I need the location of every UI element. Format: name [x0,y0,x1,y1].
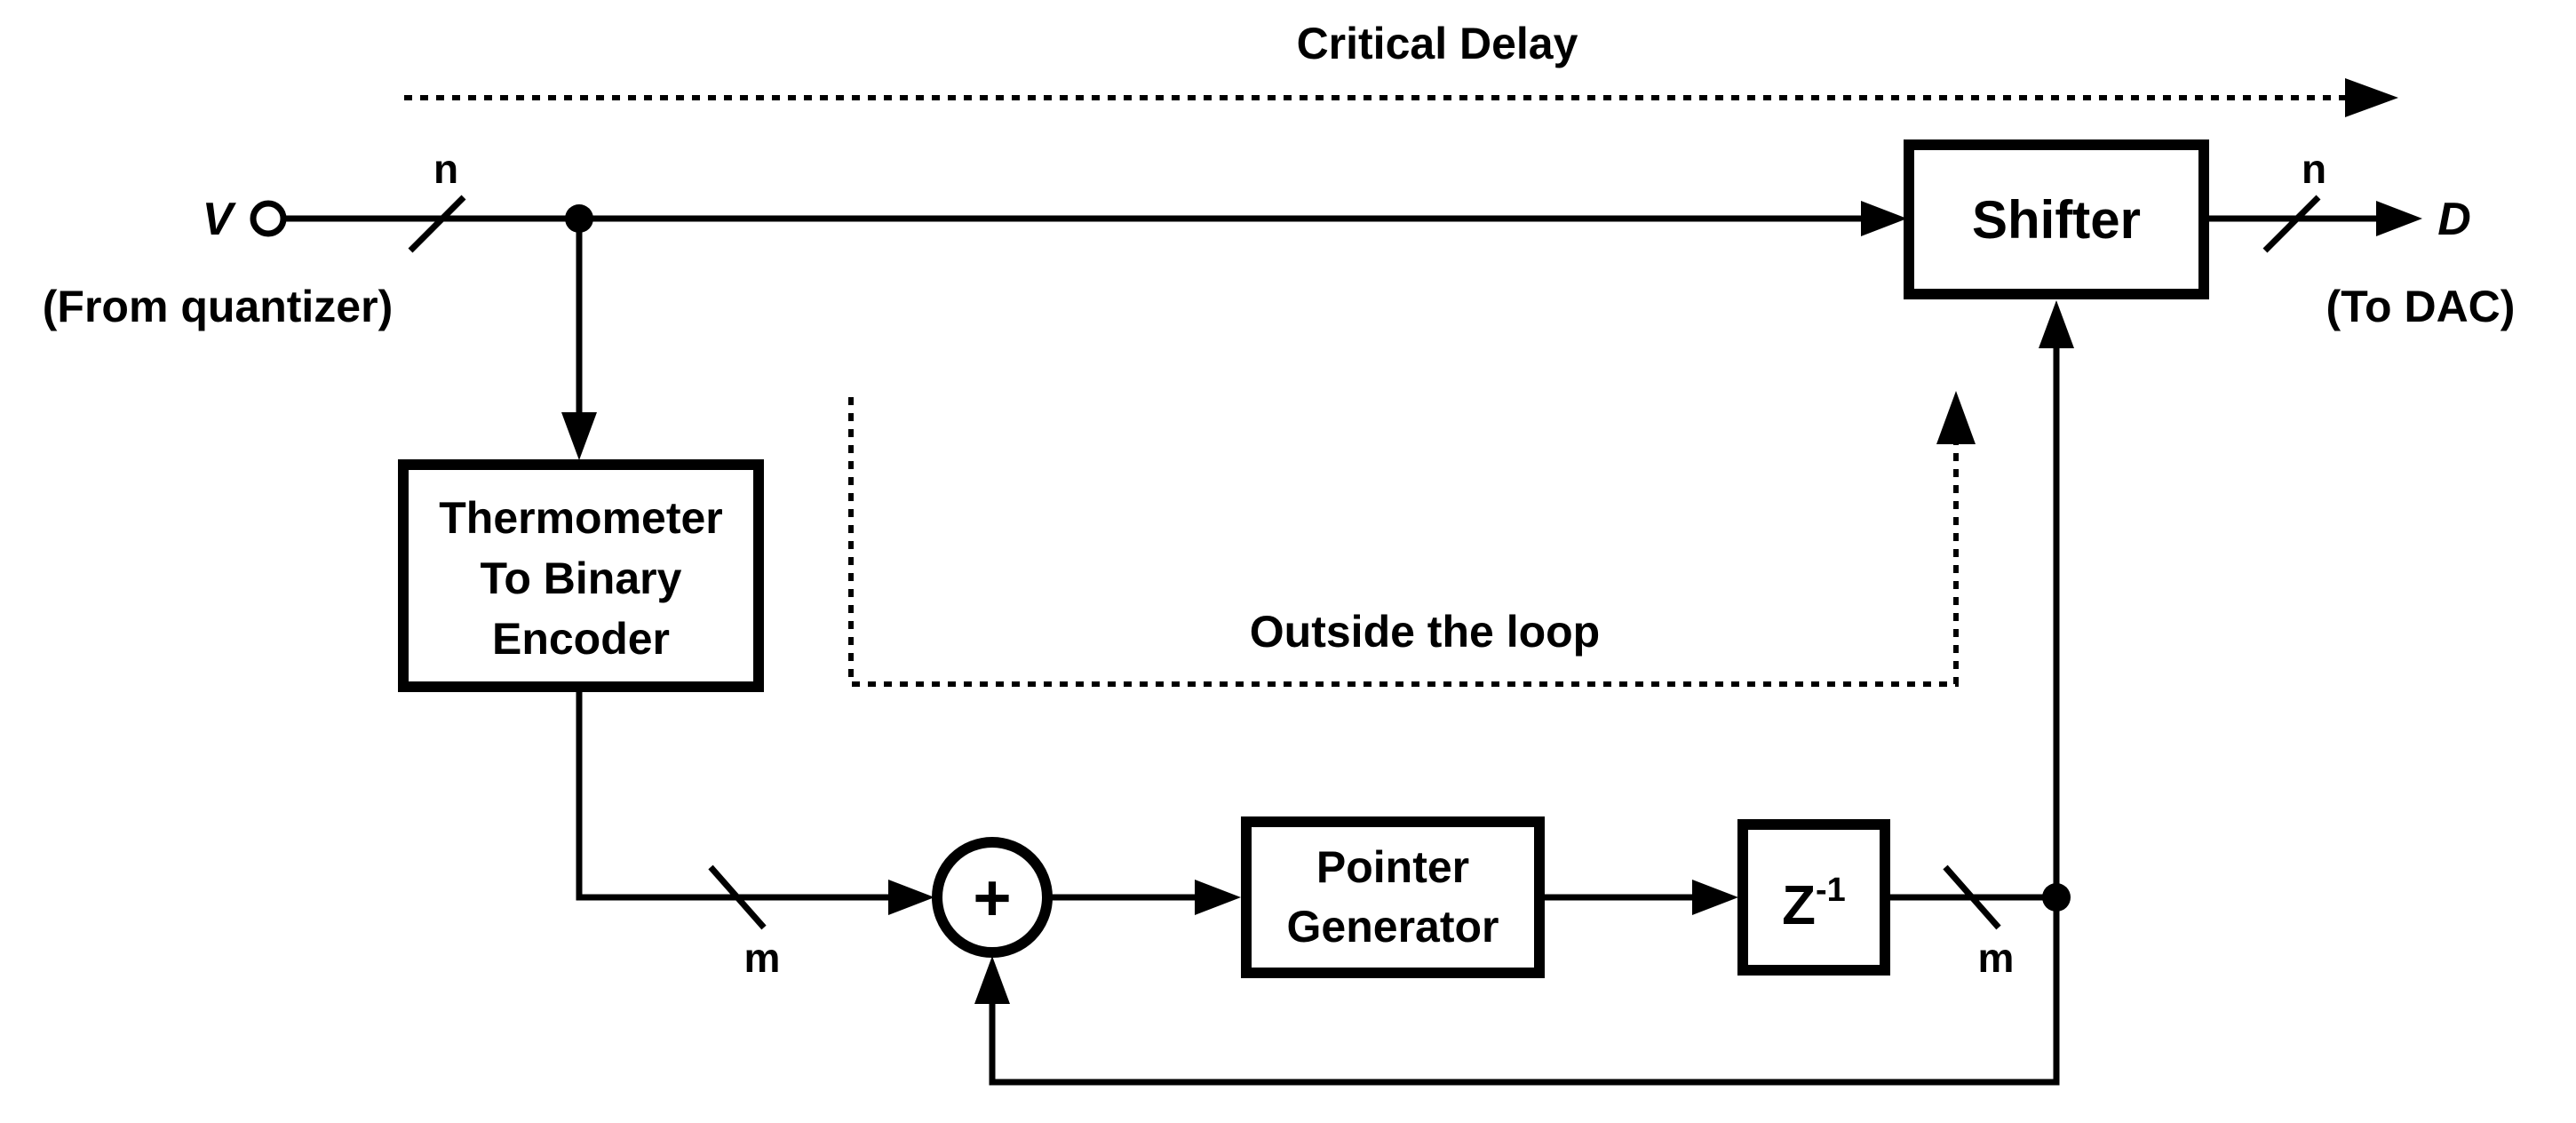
adder-feedback-arrowhead [974,956,1010,1004]
outside-loop-dotted-path [848,397,1959,687]
adder-input-arrowhead [888,880,934,915]
input-bus-width-label: n [433,146,458,192]
delay-exponent: -1 [1816,872,1846,909]
shifter-label: Shifter [1972,190,2141,250]
input-source-label: (From quantizer) [43,282,393,331]
output-destination-label: (To DAC) [2326,282,2516,331]
critical-delay-label: Critical Delay [1297,19,1578,68]
pointer-label-line1: Pointer [1316,842,1469,892]
encoder-input-arrowhead [561,412,597,460]
outside-loop-label: Outside the loop [1250,607,1600,657]
output-bus-slash [2262,195,2321,253]
input-port: V (From quantizer) [43,194,393,331]
encoder-label-line2: To Binary [481,554,682,603]
pointer-output [1545,880,1738,915]
feedback-bus: m [974,300,2074,1086]
input-bus: n [283,146,1907,253]
input-bus-slash [408,195,466,253]
encoder-label-line3: Encoder [492,614,670,664]
delay-box [1737,819,1890,976]
encoder-output-bus: m [576,692,934,981]
pointer-input-arrowhead [1195,880,1241,915]
feedback-loop-wire [989,897,2060,1086]
pointer-label-line2: Generator [1287,902,1499,952]
output-bus-width-label: n [2302,146,2326,192]
encoder-box [398,459,764,692]
delay-label: Z-1 [1782,872,1846,936]
shifter-block: Shifter [1904,139,2209,299]
adder-plus-symbol: + [973,861,1011,935]
encoder-label-line1: Thermometer [439,493,723,543]
output-port: n D (To DAC) [2209,146,2515,331]
feedback-bus-slash [1943,864,2001,930]
adder: + [932,837,1053,958]
delay-base: Z [1782,875,1816,936]
encoder-output-wire [576,692,897,901]
delay-input-arrowhead [1692,880,1738,915]
pointer-generator-block: Pointer Generator [1241,816,1545,978]
feedback-bus-width-label: m [1978,935,2015,981]
encoder-branch [561,219,597,460]
critical-delay-annotation: Critical Delay [404,19,2398,117]
outside-loop-annotation: Outside the loop [848,391,1976,687]
input-terminal-circle [250,200,287,237]
shifter-control-arrowhead [2039,300,2074,348]
output-symbol-label: D [2437,194,2471,245]
critical-delay-arrowhead [2345,78,2398,117]
shifter-box [1904,139,2209,299]
adder-output [1047,880,1241,915]
outside-loop-arrowhead [1936,391,1976,444]
encoder-bus-width-label: m [744,935,781,981]
input-symbol-label: V [203,194,237,245]
delay-block: Z-1 [1737,819,1890,976]
pointer-generator-box [1241,816,1545,978]
encoder-block: Thermometer To Binary Encoder [398,459,764,692]
shifter-input-arrowhead [1861,201,1907,236]
encoder-bus-slash [708,864,767,930]
output-arrowhead [2376,201,2422,236]
